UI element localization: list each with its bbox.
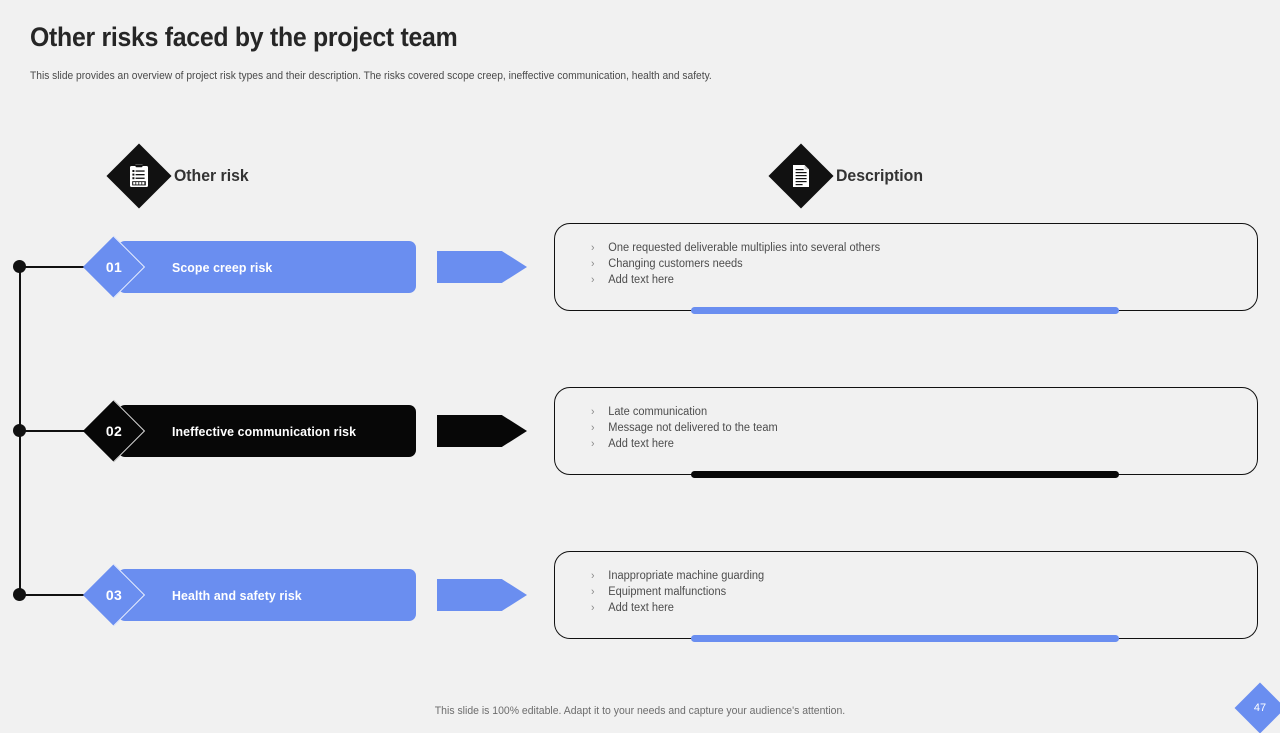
risk-row: 02 Ineffective communication risk (0, 399, 1280, 463)
list-item-text: Add text here (608, 602, 674, 614)
description-list: › Late communication › Message not deliver… (555, 388, 1257, 452)
other-risk-diamond (106, 143, 172, 209)
list-item-text: Add text here (608, 438, 674, 450)
risk-number: 03 (105, 587, 123, 603)
bullet-chevron-icon: › (591, 602, 595, 614)
risk-number: 01 (105, 259, 123, 275)
column-header-description: Description (768, 143, 930, 209)
description-card: › Late communication › Message not deliver… (554, 387, 1258, 475)
clipboard-checklist-icon (130, 164, 148, 187)
footer-note: This slide is 100% editable. Adapt it to… (434, 705, 846, 717)
risk-label: Ineffective communication risk (172, 423, 357, 439)
bullet-chevron-icon: › (591, 438, 595, 450)
bullet-chevron-icon: › (591, 570, 595, 582)
spine-dot-2 (13, 424, 26, 437)
spine-dot-1 (13, 260, 26, 273)
bullet-chevron-icon: › (591, 274, 595, 286)
list-item: › Inappropriate machine guarding (591, 568, 1230, 584)
column-header-label: Other risk (174, 166, 249, 185)
list-item: › One requested deliverable multiplies in… (591, 240, 1230, 256)
column-header-other-risk: Other risk (106, 143, 254, 209)
column-header-label: Description (836, 166, 923, 185)
list-item: › Add text here (591, 600, 1230, 616)
description-list: › Inappropriate machine guarding › Equipme… (555, 552, 1257, 616)
description-underbar (691, 635, 1119, 642)
risk-row: 01 Scope creep risk (0, 235, 1280, 299)
description-diamond (768, 143, 834, 209)
bullet-chevron-icon: › (591, 258, 595, 270)
list-item: › Message not delivered to the team (591, 420, 1230, 436)
list-item: › Equipment malfunctions (591, 584, 1230, 600)
spine-arm-1 (20, 266, 104, 268)
page-subtitle: This slide provides an overview of proje… (30, 70, 712, 82)
description-underbar (691, 307, 1119, 314)
risk-arrow-icon (437, 415, 527, 447)
risk-bar[interactable] (118, 405, 416, 457)
bullet-chevron-icon: › (591, 242, 595, 254)
document-lines-icon (793, 165, 809, 187)
spine-arm-2 (20, 430, 104, 432)
list-item: › Changing customers needs (591, 256, 1230, 272)
list-item: › Add text here (591, 436, 1230, 452)
risk-arrow-icon (437, 579, 527, 611)
list-item: › Add text here (591, 272, 1230, 288)
bullet-chevron-icon: › (591, 586, 595, 598)
risk-bar[interactable] (118, 241, 416, 293)
risk-label: Health and safety risk (172, 587, 302, 603)
list-item-text: Message not delivered to the team (608, 422, 778, 434)
description-card: › Inappropriate machine guarding › Equipme… (554, 551, 1258, 639)
spine-arm-3 (20, 594, 104, 596)
list-item-text: Changing customers needs (608, 258, 743, 270)
bullet-chevron-icon: › (591, 406, 595, 418)
risk-row: 03 Health and safety risk (0, 563, 1280, 627)
list-item-text: Late communication (608, 406, 708, 418)
description-list: › One requested deliverable multiplies in… (555, 224, 1257, 288)
list-item-text: Equipment malfunctions (608, 586, 727, 598)
spine-dot-3 (13, 588, 26, 601)
bullet-chevron-icon: › (591, 422, 595, 434)
risk-number: 02 (105, 423, 123, 439)
list-item-text: Inappropriate machine guarding (608, 570, 765, 582)
list-item: › Late communication (591, 404, 1230, 420)
page-number-label: 47 (1253, 702, 1267, 714)
description-underbar (691, 471, 1119, 478)
list-item-text: Add text here (608, 274, 674, 286)
page-title: Other risks faced by the project team (30, 22, 458, 52)
risk-label: Scope creep risk (172, 259, 273, 275)
risk-bar[interactable] (118, 569, 416, 621)
risk-arrow-icon (437, 251, 527, 283)
list-item-text: One requested deliverable multiplies int… (608, 242, 881, 254)
description-card: › One requested deliverable multiplies in… (554, 223, 1258, 311)
